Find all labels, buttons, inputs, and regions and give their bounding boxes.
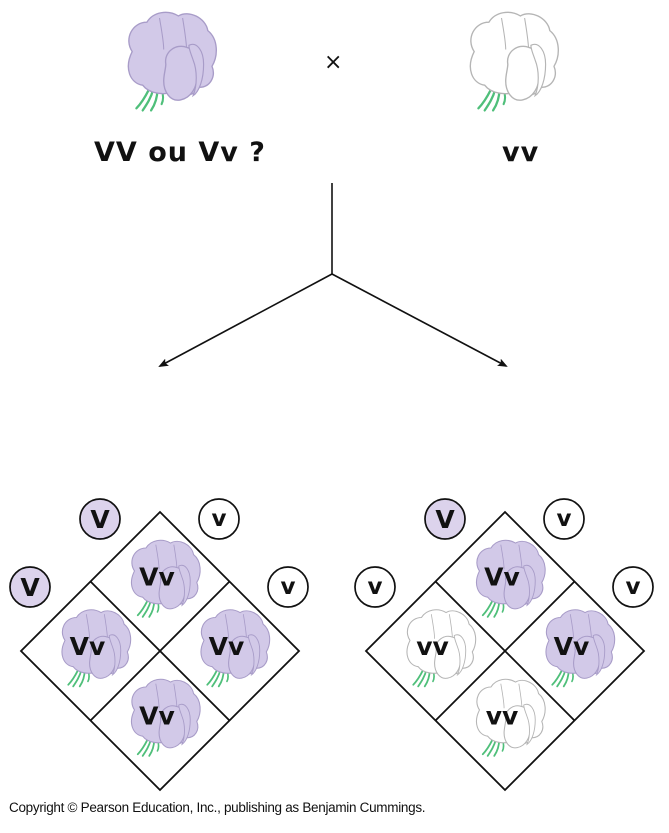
gamete-circle — [612, 566, 654, 608]
gamete-allele: v — [626, 574, 641, 600]
gamete-allele: V — [20, 573, 40, 602]
offspring-flower-white-icon — [476, 678, 546, 757]
gamete-allele: V — [90, 505, 110, 534]
punnett-grid-divider — [434, 580, 576, 722]
gamete-top-1: V — [424, 498, 466, 540]
punnett-grid-divider — [89, 580, 231, 722]
offspring-genotype: vv — [486, 702, 519, 731]
gamete-allele: V — [435, 505, 455, 534]
copyright-notice: Copyright © Pearson Education, Inc., pub… — [9, 800, 426, 815]
punnett-grid-outline — [364, 510, 646, 792]
offspring-flower-purple-icon — [61, 609, 132, 688]
punnett-cell-bottom: Vv — [131, 678, 201, 757]
punnett-cell-left: Vv — [61, 609, 132, 688]
punnett-cell-left: vv — [406, 609, 477, 688]
gamete-allele: v — [212, 506, 227, 532]
gamete-allele: v — [281, 574, 296, 600]
gamete-side-1: V — [9, 566, 51, 608]
offspring-genotype: Vv — [554, 632, 590, 661]
gamete-circle — [543, 498, 585, 540]
offspring-genotype: Vv — [209, 632, 245, 661]
gamete-circle — [424, 498, 466, 540]
offspring-genotype: Vv — [70, 632, 106, 661]
gamete-circle — [79, 498, 121, 540]
gamete-circle — [267, 566, 309, 608]
arrow-to-left-square — [158, 273, 333, 367]
offspring-flower-purple-icon — [476, 539, 546, 618]
offspring-genotype: Vv — [484, 563, 520, 592]
arrow-to-right-square — [331, 273, 508, 367]
test-parent-flower — [127, 11, 217, 112]
cross-symbol: × — [324, 50, 343, 75]
punnett-grid-outline — [19, 510, 301, 792]
gamete-circle — [9, 566, 51, 608]
offspring-genotype: Vv — [139, 563, 175, 592]
recessive-parent-genotype-label: vv — [502, 137, 540, 168]
offspring-flower-purple-icon — [545, 609, 616, 688]
offspring-flower-purple-icon — [131, 678, 201, 757]
gamete-allele: v — [557, 506, 572, 532]
offspring-flower-white-icon — [406, 609, 477, 688]
punnett-square-left: Vv Vv — [9, 498, 309, 792]
gamete-allele: v — [368, 574, 383, 600]
offspring-genotype: Vv — [139, 702, 175, 731]
gamete-side-2: v — [267, 566, 309, 608]
recessive-parent-flower — [469, 11, 559, 112]
gamete-side-1: v — [354, 566, 396, 608]
offspring-flower-purple-icon — [131, 539, 201, 618]
gamete-top-2: v — [543, 498, 585, 540]
gamete-circle — [198, 498, 240, 540]
gamete-top-2: v — [198, 498, 240, 540]
gamete-top-1: V — [79, 498, 121, 540]
punnett-cell-bottom: vv — [476, 678, 546, 757]
test-parent-genotype-label: VV ou Vv ? — [94, 137, 266, 168]
offspring-flower-purple-icon — [200, 609, 271, 688]
punnett-cell-right: Vv — [200, 609, 271, 688]
punnett-cell-top: Vv — [476, 539, 546, 618]
punnett-cell-top: Vv — [131, 539, 201, 618]
branching-arrows — [158, 183, 508, 367]
punnett-cell-right: Vv — [545, 609, 616, 688]
gamete-circle — [354, 566, 396, 608]
offspring-genotype: vv — [416, 632, 449, 661]
gamete-side-2: v — [612, 566, 654, 608]
punnett-square-right: Vv vv — [354, 498, 654, 792]
